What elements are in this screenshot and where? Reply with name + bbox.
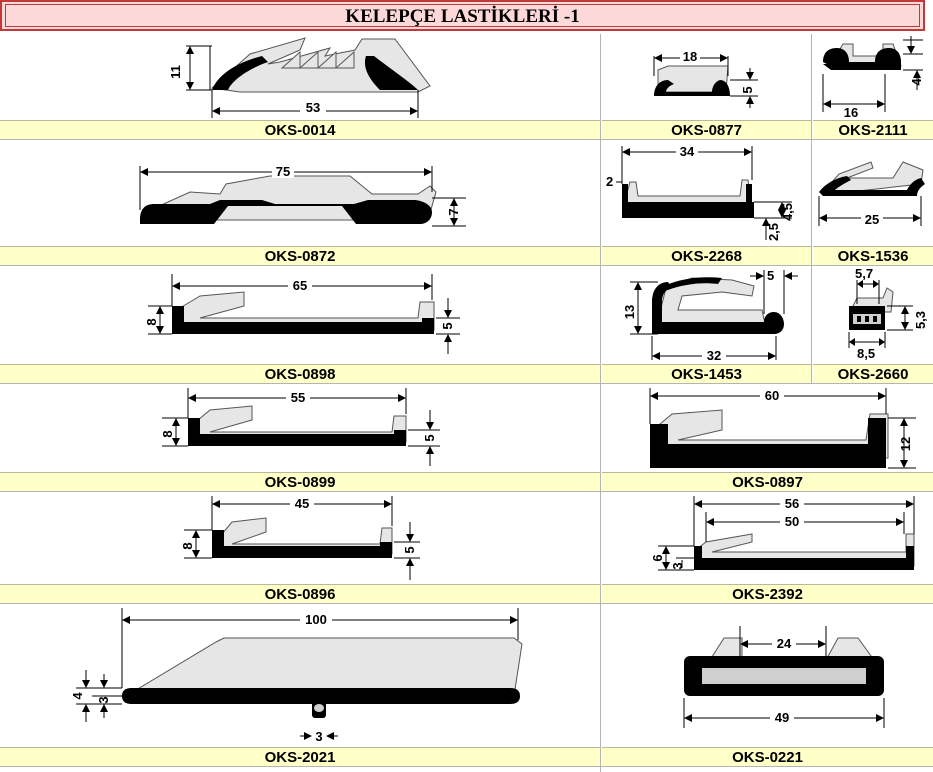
product-drawing-oks-0898: 65 8 5 (0, 266, 600, 364)
dim-label: 4 (909, 78, 924, 86)
dim-label: 5,7 (855, 266, 873, 281)
product-drawing-oks-0221: 24 49 (602, 604, 933, 747)
product-code-label: OKS-0896 (0, 584, 600, 604)
product-code-label: OKS-2660 (813, 364, 933, 384)
dim-label: 49 (775, 710, 789, 725)
grid-divider (0, 265, 933, 266)
grid-divider (0, 491, 933, 492)
product-drawing-oks-2021: 100 4 3 3 (0, 604, 600, 747)
dim-label: 5 (422, 434, 437, 441)
title-inner-border (5, 4, 920, 27)
product-code-label: OKS-0014 (0, 120, 600, 140)
dim-label: 4 (70, 692, 85, 700)
dim-label: 75 (276, 164, 290, 179)
product-drawing-oks-0877: 18 5 (602, 34, 811, 120)
product-drawing-oks-0896: 45 8 5 (0, 492, 600, 584)
product-code-label: OKS-0877 (602, 120, 811, 140)
product-code-label: OKS-2111 (813, 120, 933, 140)
dim-label: 8 (180, 542, 195, 549)
product-code-label: OKS-0872 (0, 246, 600, 266)
product-code-label: OKS-0221 (602, 747, 933, 767)
dim-label: 32 (707, 348, 721, 363)
product-drawing-oks-2392: 56 50 6 3 (602, 492, 933, 584)
dim-label: 13 (622, 305, 637, 319)
page-title: KELEPÇE LASTİKLERİ -1 (345, 6, 580, 27)
dim-label: 16 (844, 105, 858, 120)
product-code-label: OKS-2392 (602, 584, 933, 604)
dim-label: 50 (785, 514, 799, 529)
dim-label: 5 (440, 322, 455, 329)
product-drawing-oks-2660: 5,7 5,3 8,5 (813, 266, 933, 364)
dim-label: 5,3 (913, 311, 928, 329)
product-code-label: OKS-0898 (0, 364, 600, 384)
dim-label: 3 (96, 696, 111, 703)
product-drawing-oks-0899: 55 8 5 (0, 384, 600, 472)
dim-label: 65 (293, 278, 307, 293)
dim-label: 6 (650, 554, 665, 561)
dim-label: 8 (144, 318, 159, 325)
dim-label: 45 (295, 496, 309, 511)
product-drawing-oks-0872: 75 7 (0, 140, 600, 246)
product-drawing-oks-2268: 34 2 4,5 2,5 (602, 140, 811, 246)
dim-label: 11 (168, 65, 183, 79)
dim-label: 8 (160, 430, 175, 437)
product-code-label: OKS-2021 (0, 747, 600, 767)
dim-label: 3 (670, 562, 685, 569)
product-drawing-oks-2111: 4 16 (813, 34, 933, 120)
product-drawing-oks-1536: 25 (813, 140, 933, 246)
grid-divider (811, 34, 812, 384)
dim-label: 3 (315, 729, 322, 744)
grid-divider (0, 603, 933, 604)
grid-divider (0, 766, 933, 767)
product-code-label: OKS-0899 (0, 472, 600, 492)
dim-label: 34 (680, 144, 695, 159)
dim-label: 2 (606, 174, 613, 189)
dim-label: 53 (306, 100, 320, 115)
dim-label: 55 (291, 390, 305, 405)
product-code-label: OKS-0897 (602, 472, 933, 492)
dim-label: 12 (898, 437, 913, 451)
dim-label: 25 (865, 212, 879, 227)
dim-label: 60 (765, 388, 779, 403)
dim-label: 24 (777, 636, 792, 651)
dim-label: 5 (767, 268, 774, 283)
dim-label: 8,5 (857, 346, 875, 361)
product-drawing-oks-1453: 13 5 32 (602, 266, 811, 364)
product-drawing-oks-0014: 11 53 (0, 34, 600, 120)
grid-divider (0, 383, 933, 384)
product-code-label: OKS-2268 (602, 246, 811, 266)
dim-label: 56 (785, 496, 799, 511)
product-drawing-oks-0897: 60 12 (602, 384, 933, 472)
dim-label: 100 (305, 612, 327, 627)
dim-label: 18 (683, 49, 697, 64)
product-code-label: OKS-1453 (602, 364, 811, 384)
dim-label: 5 (740, 86, 755, 93)
grid-divider (600, 34, 601, 772)
dim-label: 2,5 (766, 223, 781, 241)
dim-label: 4,5 (780, 203, 795, 221)
dim-label: 7 (446, 208, 461, 215)
dim-label: 5 (402, 546, 417, 553)
grid-divider (0, 139, 933, 140)
page-title-bar: KELEPÇE LASTİKLERİ -1 (0, 0, 925, 31)
product-code-label: OKS-1536 (813, 246, 933, 266)
